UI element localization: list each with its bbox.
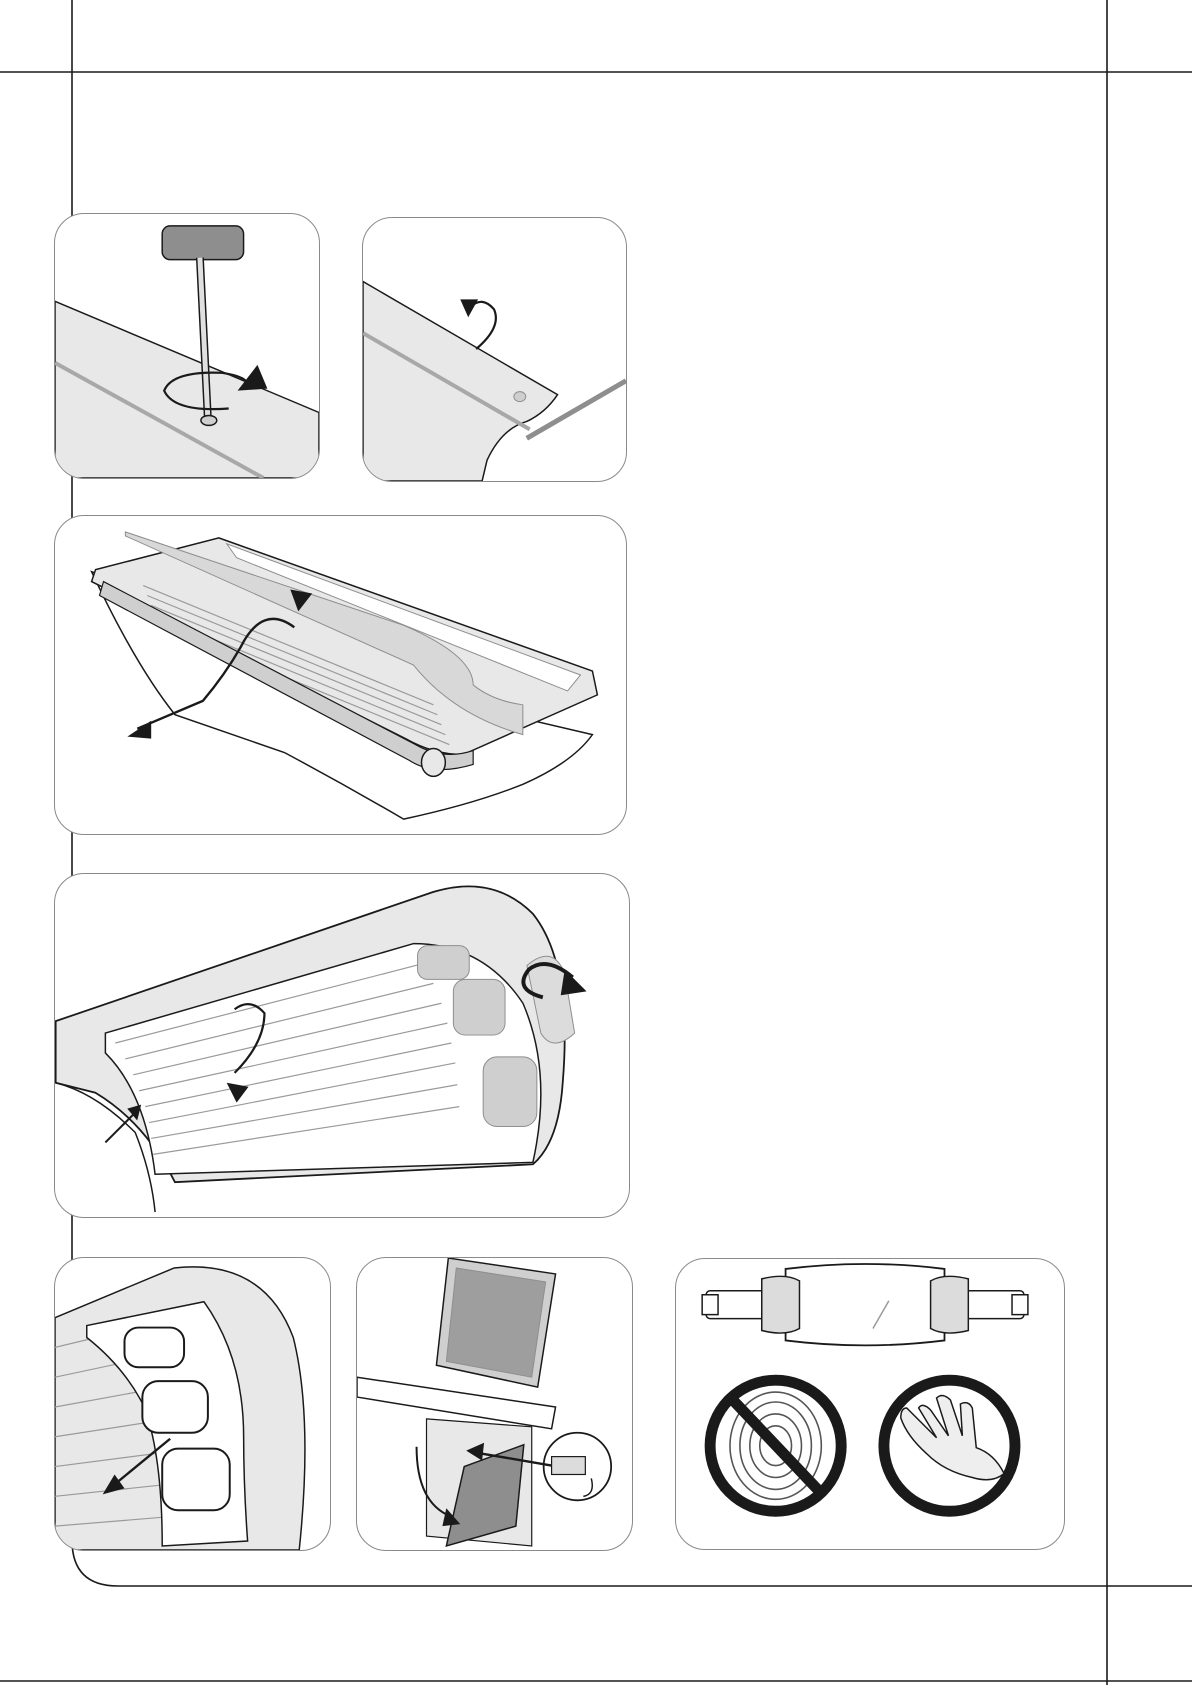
- open-canopy-icon: [55, 874, 629, 1217]
- step-3-panel: [54, 515, 627, 835]
- lamp-handling-warning-icon: [676, 1259, 1064, 1549]
- step-2-panel: [362, 217, 627, 482]
- lamp-bulb-icon: [702, 1264, 1028, 1345]
- remove-face-cover-icon: [55, 1258, 330, 1550]
- remove-acrylic-sheet-icon: [55, 516, 626, 834]
- step-1-panel: [54, 213, 320, 479]
- step-5-panel: [54, 1257, 331, 1551]
- gloved-hand-icon: [884, 1380, 1015, 1511]
- rotate-handle-icon: [55, 214, 319, 478]
- step-6-panel: [356, 1257, 633, 1551]
- step-7-panel: [675, 1258, 1065, 1550]
- lift-panel-edge-icon: [363, 218, 626, 481]
- unscrew-filter-icon: [357, 1258, 632, 1550]
- no-fingerprint-icon: [710, 1380, 841, 1511]
- step-4-panel: [54, 873, 630, 1218]
